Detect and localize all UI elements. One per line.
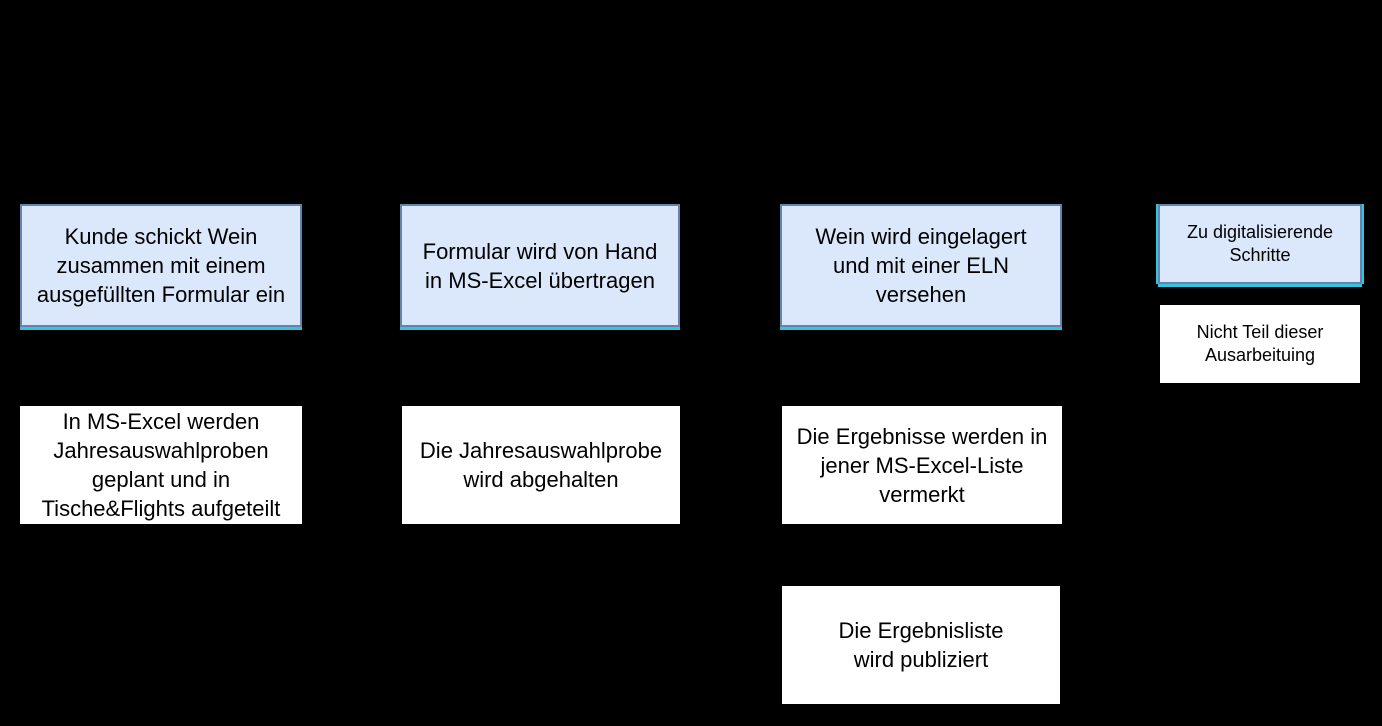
- process-node-kunde-schickt-wein[interactable]: Kunde schickt Wein zusammen mit einem au…: [20, 204, 302, 327]
- legend-item-out-of-scope[interactable]: Nicht Teil dieser Ausarbeituing: [1160, 305, 1360, 383]
- process-node-jahresauswahlproben-geplant[interactable]: In MS-Excel werden Jahresauswahlproben g…: [20, 406, 302, 524]
- process-node-ergebnisse-vermerkt[interactable]: Die Ergebnisse werden in jener MS-Excel-…: [782, 406, 1062, 524]
- process-node-formular-uebertragen[interactable]: Formular wird von Hand in MS-Excel übert…: [400, 204, 680, 327]
- legend-item-digitize-steps[interactable]: Zu digitalisierende Schritte: [1158, 204, 1362, 284]
- process-node-ergebnisliste-publiziert[interactable]: Die Ergebnisliste wird publiziert: [782, 586, 1060, 704]
- process-node-jahresauswahlprobe-abgehalten[interactable]: Die Jahresauswahlprobe wird abgehalten: [402, 406, 680, 524]
- process-node-wein-eingelagert[interactable]: Wein wird eingelagert und mit einer ELN …: [780, 204, 1062, 327]
